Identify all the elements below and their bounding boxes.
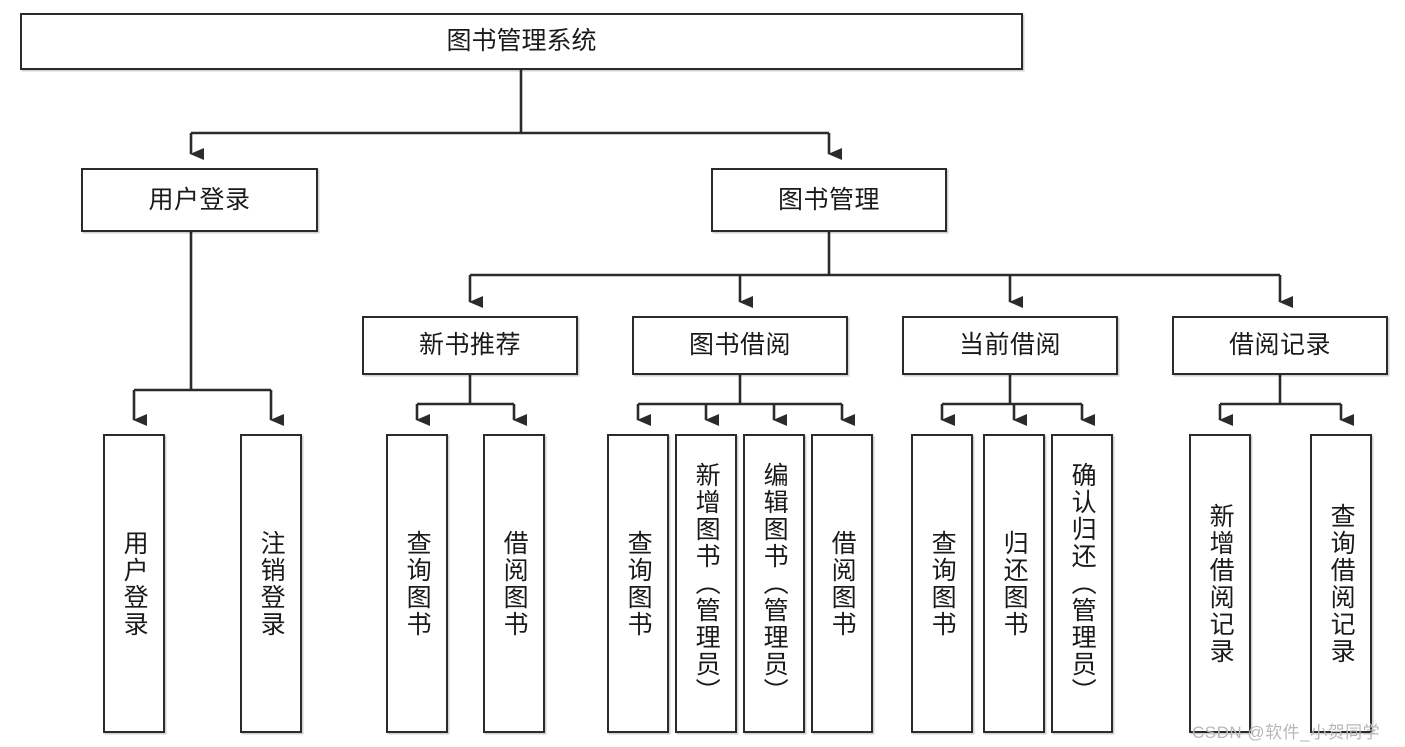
node-leaf-label: 确认归还（管理员） xyxy=(1068,462,1097,705)
node-leaf-label: 查询借阅记录 xyxy=(1327,502,1356,665)
node-leaf-query-book-2[interactable]: 查询图书 xyxy=(607,434,669,733)
node-borrow-record-label: 借阅记录 xyxy=(1228,331,1331,359)
node-leaf-label: 借阅图书 xyxy=(500,529,529,638)
node-leaf-return-book[interactable]: 归还图书 xyxy=(983,434,1045,733)
node-leaf-label: 新增借阅记录 xyxy=(1206,502,1235,665)
node-leaf-borrow-book-2[interactable]: 借阅图书 xyxy=(811,434,873,733)
node-leaf-edit-book[interactable]: 编辑图书（管理员） xyxy=(743,434,805,733)
node-current-borrow-label: 当前借阅 xyxy=(958,331,1061,359)
node-leaf-borrow-book-1[interactable]: 借阅图书 xyxy=(483,434,545,733)
node-leaf-user-login[interactable]: 用户登录 xyxy=(103,434,165,733)
node-leaf-confirm-return[interactable]: 确认归还（管理员） xyxy=(1051,434,1113,733)
node-leaf-label: 归还图书 xyxy=(1000,529,1029,638)
node-leaf-label: 编辑图书（管理员） xyxy=(760,462,789,705)
node-leaf-query-book-1[interactable]: 查询图书 xyxy=(386,434,448,733)
node-book-borrow[interactable]: 图书借阅 xyxy=(632,316,848,375)
node-new-book-recommend[interactable]: 新书推荐 xyxy=(362,316,578,375)
node-new-book-recommend-label: 新书推荐 xyxy=(418,331,521,359)
node-leaf-label: 查询图书 xyxy=(928,529,957,638)
node-leaf-logout[interactable]: 注销登录 xyxy=(240,434,302,733)
node-user-login[interactable]: 用户登录 xyxy=(81,168,318,232)
node-root[interactable]: 图书管理系统 xyxy=(20,13,1023,70)
node-leaf-label: 注销登录 xyxy=(257,529,286,638)
node-root-label: 图书管理系统 xyxy=(446,27,597,55)
node-book-manage-label: 图书管理 xyxy=(777,185,880,214)
node-book-borrow-label: 图书借阅 xyxy=(688,331,791,359)
node-borrow-record[interactable]: 借阅记录 xyxy=(1172,316,1388,375)
node-leaf-query-book-3[interactable]: 查询图书 xyxy=(911,434,973,733)
node-user-login-label: 用户登录 xyxy=(148,185,251,214)
node-leaf-label: 借阅图书 xyxy=(828,529,857,638)
node-leaf-add-book[interactable]: 新增图书（管理员） xyxy=(675,434,737,733)
node-leaf-label: 查询图书 xyxy=(403,529,432,638)
node-book-manage[interactable]: 图书管理 xyxy=(711,168,947,232)
node-leaf-add-record[interactable]: 新增借阅记录 xyxy=(1189,434,1251,733)
node-current-borrow[interactable]: 当前借阅 xyxy=(902,316,1118,375)
node-leaf-query-record[interactable]: 查询借阅记录 xyxy=(1310,434,1372,733)
node-leaf-label: 查询图书 xyxy=(624,529,653,638)
node-leaf-label: 用户登录 xyxy=(120,529,149,638)
node-leaf-label: 新增图书（管理员） xyxy=(692,462,721,705)
